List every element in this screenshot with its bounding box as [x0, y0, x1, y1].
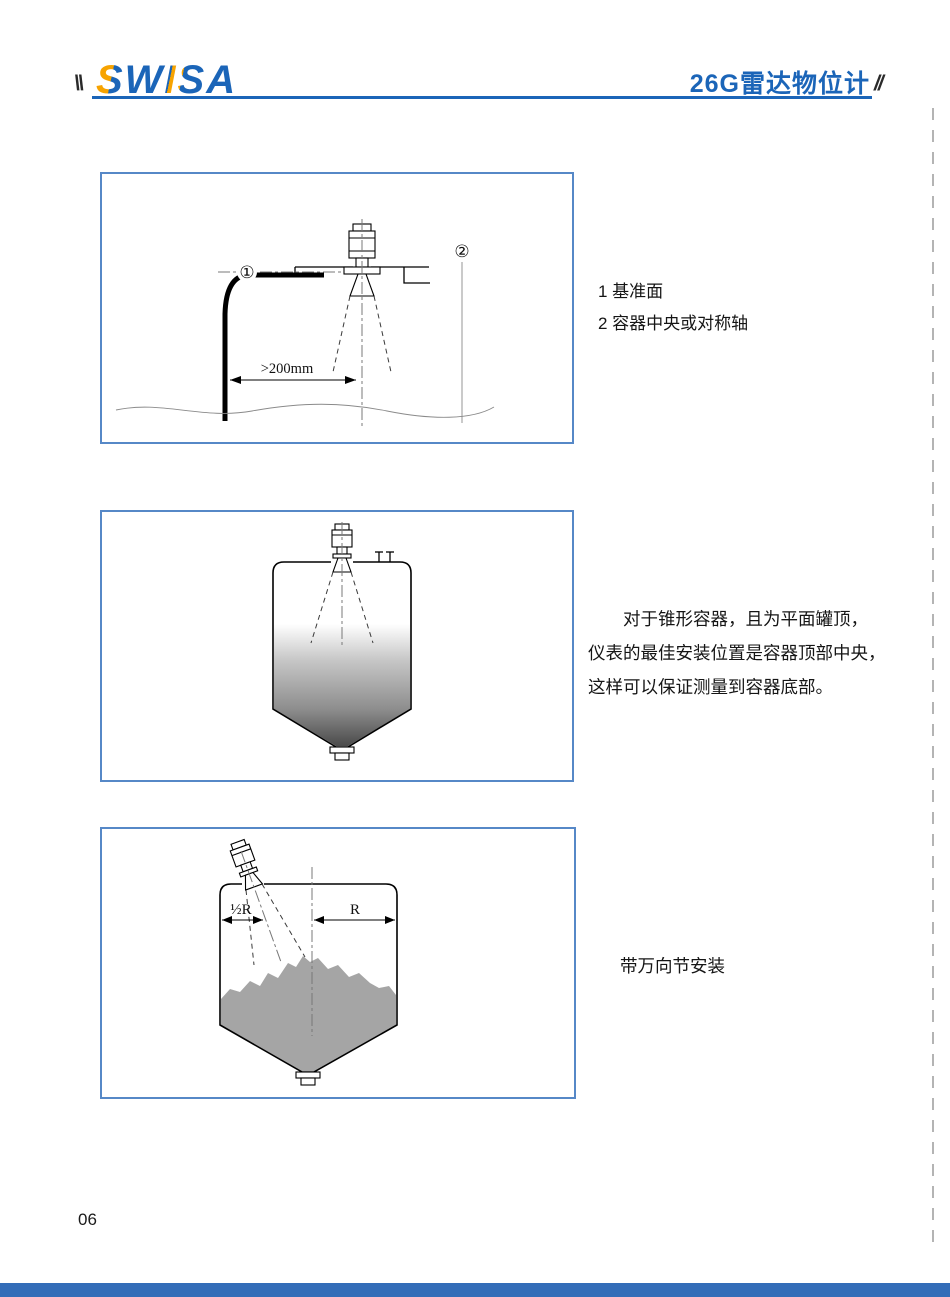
figure1-legend: 1 基准面 2 容器中央或对称轴	[598, 276, 748, 340]
figure2-caption: 对于锥形容器，且为平面罐顶， 仪表的最佳安装位置是容器顶部中央， 这样可以保证测…	[588, 602, 890, 704]
header-left-tick-marks: \\	[74, 72, 84, 95]
material-pile	[221, 956, 396, 1071]
material-gradient-fill	[274, 624, 410, 746]
tank-wall	[222, 272, 324, 421]
dim-r-label: R	[350, 902, 360, 918]
dim-half-r-label: ½R	[230, 902, 251, 918]
figure2-drawing	[272, 522, 412, 761]
callout-1-bg	[237, 262, 257, 282]
figure3-drawing: ½R R	[219, 838, 398, 1086]
page-edge-dashed-line	[932, 108, 934, 1246]
figure3-box: ½R R	[100, 827, 576, 1099]
beam-lines	[332, 219, 392, 426]
radar-sensor-tilted	[229, 838, 264, 891]
callout-2: ②	[454, 242, 469, 262]
beam-lines	[310, 522, 374, 648]
caption-line-1: 对于锥形容器，且为平面罐顶，	[623, 609, 868, 629]
liquid-surface-wave	[115, 403, 495, 418]
figure2-box	[100, 510, 574, 782]
dimension-label: >200mm	[261, 361, 314, 377]
caption-line-3: 这样可以保证测量到容器底部。	[588, 677, 833, 697]
vent-nozzle	[375, 551, 394, 562]
page-number: 06	[78, 1210, 97, 1229]
bottom-color-bar	[0, 1283, 950, 1297]
callout-2-bg	[452, 241, 472, 261]
figure3-caption: 带万向节安装	[620, 956, 725, 976]
dim-r: R	[314, 902, 395, 924]
dim-half-r: ½R	[222, 902, 263, 924]
bottom-outlet	[295, 1071, 321, 1086]
caption-line-2: 仪表的最佳安装位置是容器顶部中央，	[588, 643, 886, 663]
figure1-drawing: >200mm ① ②	[115, 219, 495, 426]
header-right-tick-marks: //	[874, 72, 884, 95]
legend-line-2: 2 容器中央或对称轴	[598, 314, 749, 333]
tank-roof	[294, 266, 430, 284]
legend-line-1: 1 基准面	[598, 282, 664, 301]
beam-lines	[240, 850, 306, 966]
header-rule	[92, 96, 872, 99]
document-title: 26G雷达物位计	[689, 70, 870, 98]
bottom-outlet	[329, 746, 355, 761]
callout-1: ①	[239, 263, 254, 283]
dimension-200mm: >200mm	[230, 361, 356, 384]
brand-logo: SWISA	[96, 58, 238, 102]
figure1-box: >200mm ① ②	[100, 172, 574, 444]
